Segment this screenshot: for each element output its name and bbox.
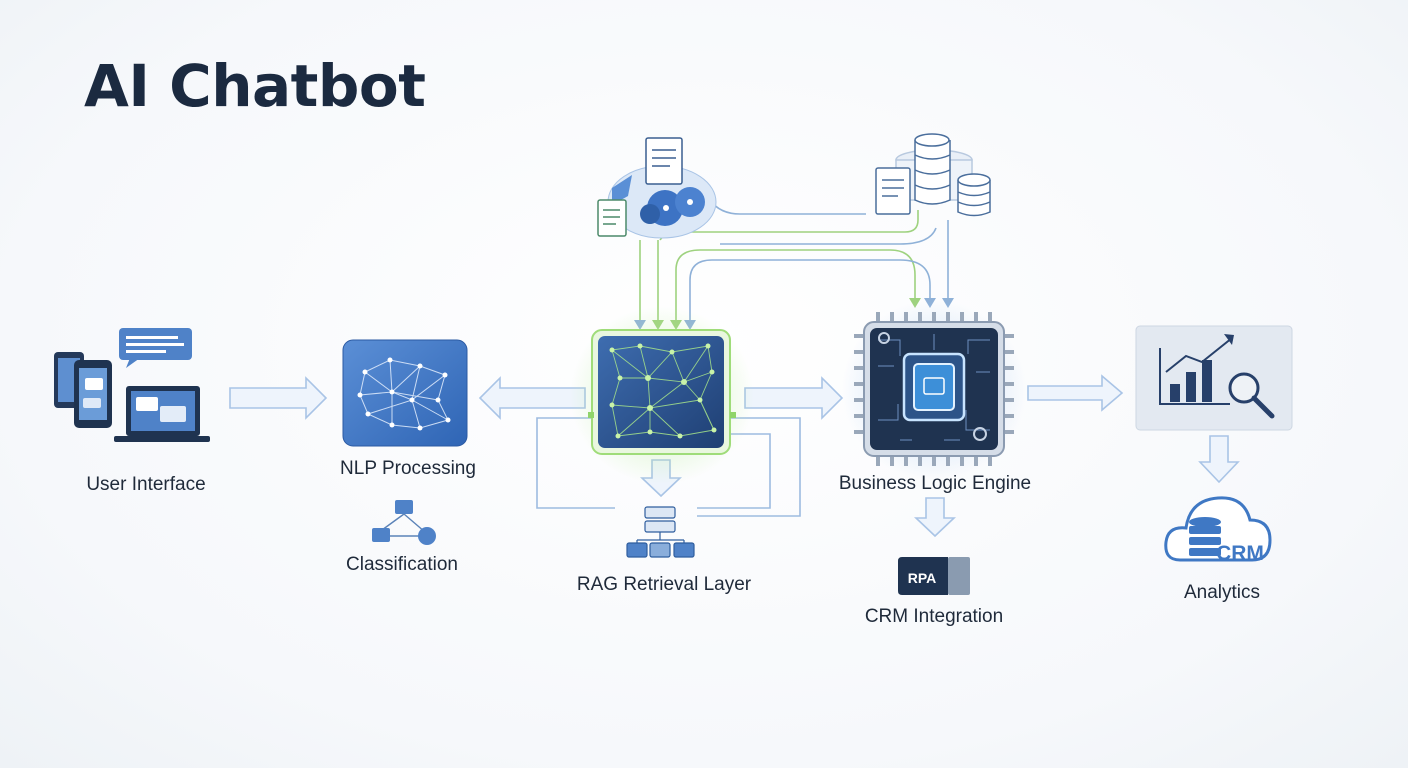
arrow-ui-to-nlp [229, 376, 328, 420]
arrow-logic-to-analytics [1027, 374, 1124, 412]
rpa-badge-text: RPA [908, 570, 937, 586]
crm-cloud-icon: CRM [1164, 496, 1272, 565]
label-nlp-processing: NLP Processing [340, 458, 476, 479]
knowledge-sources-icon [597, 137, 717, 239]
rag-retrieval-box [570, 306, 754, 484]
classification-icon [372, 500, 436, 545]
page-title: AI Chatbot [84, 52, 426, 120]
database-sources-icon [875, 133, 991, 217]
hierarchy-icon [626, 506, 695, 558]
label-classification: Classification [346, 554, 458, 575]
label-business-logic: Business Logic Engine [838, 473, 1032, 494]
arrow-analytics-down [1198, 435, 1240, 484]
rpa-badge-icon: RPA [898, 557, 970, 595]
user-interface-icon [54, 328, 210, 442]
label-crm-integration: CRM Integration [864, 606, 1004, 627]
nlp-processing-box [342, 339, 468, 447]
label-analytics: Analytics [1183, 582, 1261, 603]
crm-cloud-text: CRM [1216, 542, 1264, 565]
arrow-rag-to-nlp [478, 376, 586, 420]
analytics-chart-icon [1135, 325, 1293, 431]
business-logic-chip [842, 300, 1026, 480]
label-user-interface: User Interface [86, 474, 206, 495]
arrow-rag-to-logic [744, 376, 844, 420]
arrow-logic-down [913, 497, 957, 538]
label-rag-retrieval: RAG Retrieval Layer [576, 574, 752, 595]
